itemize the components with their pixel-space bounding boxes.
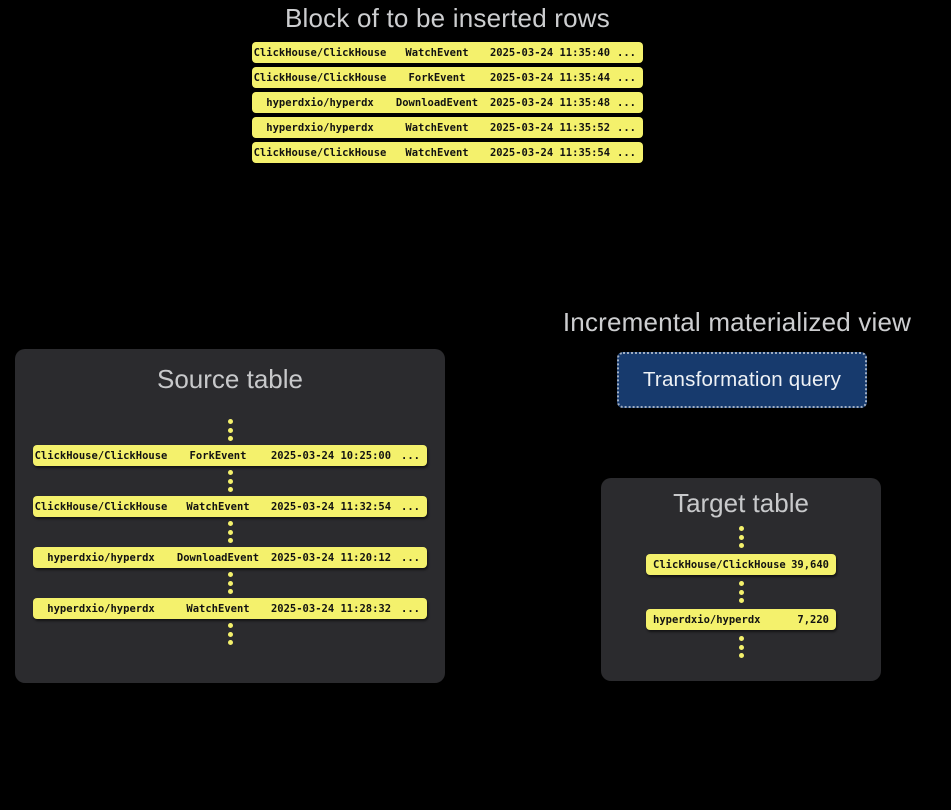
dot <box>738 653 744 658</box>
repo-cell: ClickHouse/ClickHouse <box>253 146 387 159</box>
table-row: ClickHouse/ClickHouse WatchEvent 2025-03… <box>33 496 427 517</box>
repo-cell: ClickHouse/ClickHouse <box>253 71 387 84</box>
target-table-rows: ClickHouse/ClickHouse 39,640 hyperdxio/h… <box>601 526 881 658</box>
table-row: hyperdxio/hyperdx DownloadEvent 2025-03-… <box>33 547 427 568</box>
event-cell: WatchEvent <box>186 500 250 513</box>
time-cell: 2025-03-24 11:20:12 <box>270 551 392 564</box>
ellipsis-dots <box>227 623 233 645</box>
materialized-view-title: Incremental materialized view <box>562 307 912 337</box>
repo-cell: ClickHouse/ClickHouse <box>253 46 387 59</box>
table-row: ClickHouse/ClickHouse ForkEvent 2025-03-… <box>252 67 643 88</box>
time-cell: 2025-03-24 10:25:00 <box>270 449 392 462</box>
ellipsis-dots <box>738 526 744 548</box>
block-title: Block of to be inserted rows <box>285 3 610 33</box>
event-cell: DownloadEvent <box>395 96 479 109</box>
count-cell: 7,220 <box>797 613 829 626</box>
table-row: ClickHouse/ClickHouse WatchEvent 2025-03… <box>252 42 643 63</box>
dot <box>738 526 744 531</box>
dot <box>227 419 233 424</box>
ellipsis-dots <box>227 521 233 543</box>
table-row: hyperdxio/hyperdx DownloadEvent 2025-03-… <box>252 92 643 113</box>
event-cell: ForkEvent <box>408 71 466 84</box>
dot <box>227 427 233 433</box>
dot <box>738 534 744 540</box>
time-cell: 2025-03-24 11:35:40 <box>489 46 611 59</box>
table-row: hyperdxio/hyperdx WatchEvent 2025-03-24 … <box>33 598 427 619</box>
dot <box>227 631 233 637</box>
dot <box>227 521 233 526</box>
table-row: hyperdxio/hyperdx WatchEvent 2025-03-24 … <box>252 117 643 138</box>
time-cell: 2025-03-24 11:35:48 <box>489 96 611 109</box>
repo-cell: hyperdxio/hyperdx <box>653 613 761 626</box>
dot <box>738 644 744 650</box>
table-row: ClickHouse/ClickHouse 39,640 <box>646 554 836 575</box>
time-cell: 2025-03-24 11:32:54 <box>270 500 392 513</box>
dot <box>227 623 233 628</box>
more-cell: ... <box>617 146 636 159</box>
event-cell: ForkEvent <box>189 449 247 462</box>
more-cell: ... <box>401 449 420 462</box>
repo-cell: ClickHouse/ClickHouse <box>34 500 168 513</box>
dot <box>738 543 744 548</box>
dot <box>227 572 233 577</box>
source-table-panel: Source table ClickHouse/ClickHouse ForkE… <box>15 349 445 683</box>
dot <box>227 580 233 586</box>
dot <box>738 581 744 586</box>
dot <box>227 529 233 535</box>
transformation-query-label: Transformation query <box>642 368 842 391</box>
dot <box>227 436 233 441</box>
target-table-panel: Target table ClickHouse/ClickHouse 39,64… <box>601 478 881 681</box>
more-cell: ... <box>617 121 636 134</box>
event-cell: WatchEvent <box>186 602 250 615</box>
event-cell: WatchEvent <box>405 146 469 159</box>
event-cell: WatchEvent <box>405 121 469 134</box>
dot <box>227 538 233 543</box>
dot <box>738 589 744 595</box>
ellipsis-dots <box>227 572 233 594</box>
more-cell: ... <box>401 500 420 513</box>
repo-cell: ClickHouse/ClickHouse <box>34 449 168 462</box>
more-cell: ... <box>617 71 636 84</box>
repo-cell: hyperdxio/hyperdx <box>266 121 374 134</box>
time-cell: 2025-03-24 11:35:54 <box>489 146 611 159</box>
inserted-rows-block: ClickHouse/ClickHouse WatchEvent 2025-03… <box>252 42 643 163</box>
transformation-query-button[interactable]: Transformation query <box>617 352 867 408</box>
time-cell: 2025-03-24 11:35:44 <box>489 71 611 84</box>
source-table-rows: ClickHouse/ClickHouse ForkEvent 2025-03-… <box>15 419 445 645</box>
time-cell: 2025-03-24 11:35:52 <box>489 121 611 134</box>
table-row: hyperdxio/hyperdx 7,220 <box>646 609 836 630</box>
dot <box>227 640 233 645</box>
more-cell: ... <box>401 602 420 615</box>
dot <box>227 478 233 484</box>
ellipsis-dots <box>227 419 233 441</box>
repo-cell: ClickHouse/ClickHouse <box>653 558 786 571</box>
more-cell: ... <box>617 96 636 109</box>
event-cell: WatchEvent <box>405 46 469 59</box>
event-cell: DownloadEvent <box>176 551 260 564</box>
count-cell: 39,640 <box>791 558 829 571</box>
more-cell: ... <box>401 551 420 564</box>
dot <box>227 589 233 594</box>
repo-cell: hyperdxio/hyperdx <box>266 96 374 109</box>
table-row: ClickHouse/ClickHouse ForkEvent 2025-03-… <box>33 445 427 466</box>
more-cell: ... <box>617 46 636 59</box>
ellipsis-dots <box>227 470 233 492</box>
dot <box>738 636 744 641</box>
target-table-title: Target table <box>673 488 809 518</box>
dot <box>227 470 233 475</box>
dot <box>738 598 744 603</box>
ellipsis-dots <box>738 581 744 603</box>
dot <box>227 487 233 492</box>
repo-cell: hyperdxio/hyperdx <box>47 602 155 615</box>
table-row: ClickHouse/ClickHouse WatchEvent 2025-03… <box>252 142 643 163</box>
source-table-title: Source table <box>157 364 303 394</box>
time-cell: 2025-03-24 11:28:32 <box>270 602 392 615</box>
repo-cell: hyperdxio/hyperdx <box>47 551 155 564</box>
ellipsis-dots <box>738 636 744 658</box>
